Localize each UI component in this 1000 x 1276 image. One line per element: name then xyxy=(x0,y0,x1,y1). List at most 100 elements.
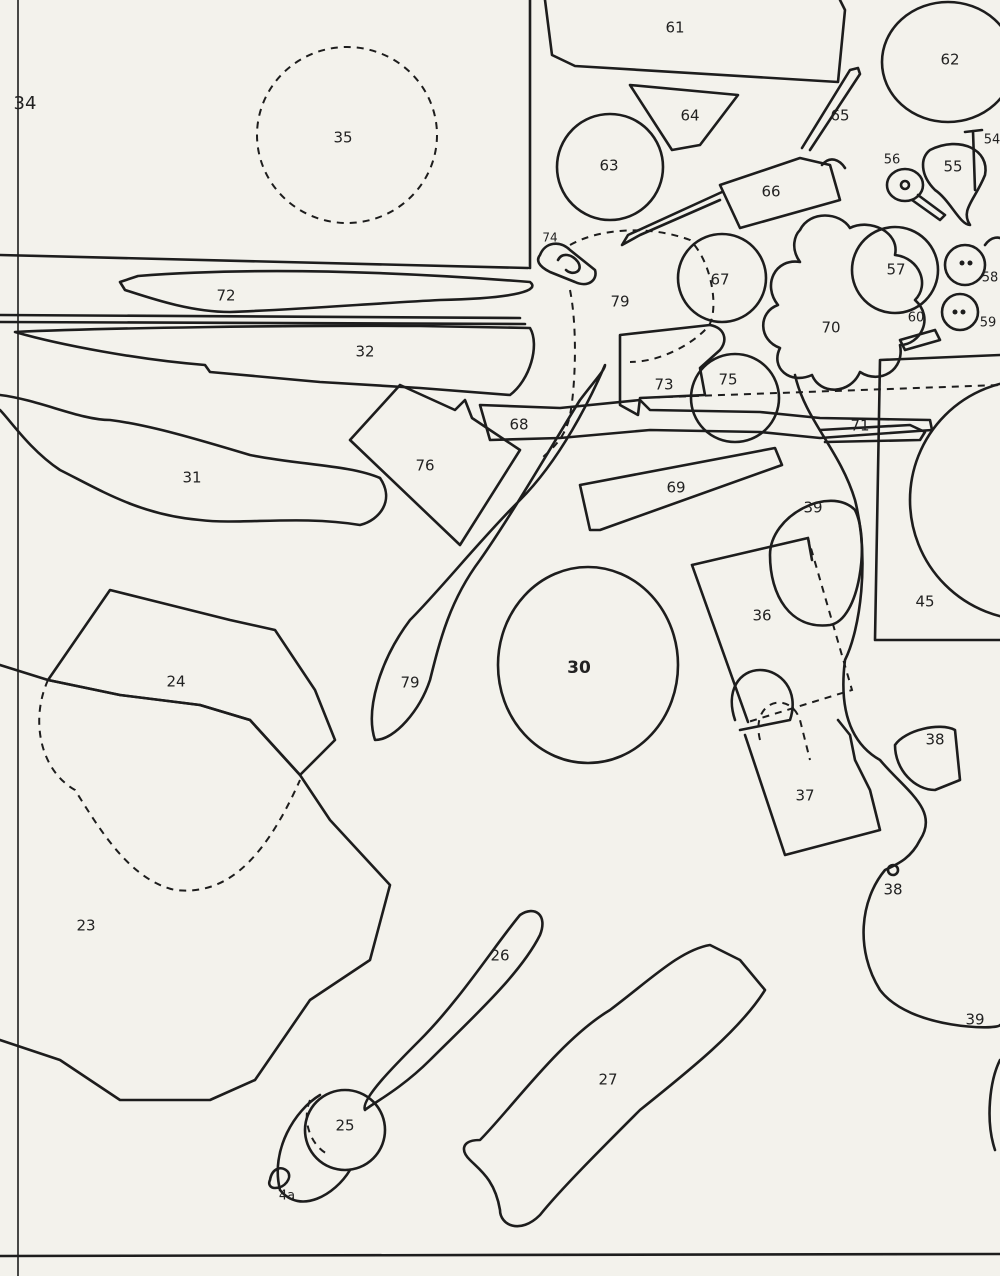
shape-58 xyxy=(943,243,987,287)
label-35: 35 xyxy=(333,129,352,147)
shape-70 xyxy=(762,214,926,391)
shape-edge-right-bottom xyxy=(988,1058,1000,1152)
shape-69 xyxy=(578,446,784,532)
label-54: 54 xyxy=(984,133,1000,148)
guide-dashed-71 xyxy=(639,384,1000,399)
shape-68 xyxy=(478,398,934,442)
shape-58-hole xyxy=(967,260,973,266)
shape-65 xyxy=(800,66,862,152)
shape-25-circle xyxy=(303,1088,387,1172)
label-25: 25 xyxy=(335,1117,354,1135)
shape-56 xyxy=(885,167,925,203)
label-57: 57 xyxy=(886,261,905,279)
shape-79 xyxy=(370,363,607,742)
label-31: 31 xyxy=(182,469,201,487)
label-74: 74 xyxy=(542,231,557,245)
label-79-top: 79 xyxy=(610,293,629,311)
shape-45-circle xyxy=(908,382,1000,618)
shape-58-hole xyxy=(959,260,965,266)
frame-line-bottom xyxy=(0,1252,1000,1258)
label-37: 37 xyxy=(795,787,814,805)
label-36: 36 xyxy=(752,607,771,625)
label-32: 32 xyxy=(355,343,374,361)
shape-25 xyxy=(276,1093,352,1203)
label-55: 55 xyxy=(943,158,962,176)
shape-63 xyxy=(555,112,665,222)
shape-24-dashed xyxy=(38,679,301,892)
label-38-bottom: 38 xyxy=(883,881,902,899)
shape-59-hole xyxy=(960,309,966,315)
label-61: 61 xyxy=(665,19,684,37)
label-76: 76 xyxy=(415,457,434,475)
frame-line-shelf xyxy=(0,253,530,270)
label-73: 73 xyxy=(654,376,673,394)
label-30: 30 xyxy=(567,658,591,678)
shape-31 xyxy=(0,393,388,527)
label-4a: 4a xyxy=(279,1189,295,1204)
shape-59-hole xyxy=(952,309,958,315)
label-72: 72 xyxy=(216,287,235,305)
shape-55 xyxy=(921,142,987,227)
shape-38 xyxy=(893,725,962,792)
shape-32 xyxy=(13,324,536,397)
shape-27 xyxy=(462,943,767,1228)
shape-45 xyxy=(873,353,1000,642)
label-24: 24 xyxy=(166,673,185,691)
label-67: 67 xyxy=(710,271,729,289)
label-23: 23 xyxy=(76,917,95,935)
shape-61 xyxy=(543,0,847,84)
shape-76 xyxy=(348,383,522,547)
label-39-top: 39 xyxy=(803,499,822,517)
shape-57 xyxy=(850,225,940,315)
label-64: 64 xyxy=(680,107,699,125)
label-27: 27 xyxy=(598,1071,617,1089)
shape-37-arch xyxy=(757,701,811,761)
shape-23 xyxy=(0,663,392,1102)
label-68: 68 xyxy=(509,416,528,434)
label-71: 71 xyxy=(850,417,869,435)
label-62: 62 xyxy=(940,51,959,69)
label-45: 45 xyxy=(915,593,934,611)
label-34: 34 xyxy=(14,93,37,114)
shape-64 xyxy=(628,83,740,152)
shape-72 xyxy=(118,269,534,314)
shape-59 xyxy=(940,292,980,332)
shape-74-inner xyxy=(556,253,581,275)
label-63: 63 xyxy=(599,157,618,175)
shape-75 xyxy=(689,352,781,444)
shape-36-edge xyxy=(690,536,814,724)
shape-74 xyxy=(536,242,597,286)
label-59: 59 xyxy=(980,316,997,331)
shape-37 xyxy=(730,668,882,857)
label-26: 26 xyxy=(490,947,509,965)
shape-39 xyxy=(768,499,864,627)
shape-26 xyxy=(363,909,544,1112)
shape-56-hole xyxy=(899,179,911,191)
shelf-lines xyxy=(0,313,527,326)
label-56: 56 xyxy=(884,153,901,168)
shape-67 xyxy=(676,232,768,324)
shape-56-stem xyxy=(910,193,947,222)
shape-62 xyxy=(880,0,1000,124)
label-60: 60 xyxy=(908,311,925,326)
shape-66-hook xyxy=(820,158,847,170)
label-75: 75 xyxy=(718,371,737,389)
shape-39-cord xyxy=(793,373,1000,1029)
label-39-bottom: 39 xyxy=(965,1011,984,1029)
shape-66 xyxy=(620,156,842,247)
shape-38-small xyxy=(886,863,900,877)
label-58: 58 xyxy=(982,271,999,286)
label-79-bottom: 79 xyxy=(400,674,419,692)
shape-60 xyxy=(898,328,942,352)
shape-54 xyxy=(963,128,984,192)
shape-30 xyxy=(496,565,680,765)
shape-4a xyxy=(267,1166,291,1190)
label-38-top: 38 xyxy=(925,731,944,749)
label-66: 66 xyxy=(761,183,780,201)
label-65: 65 xyxy=(830,107,849,125)
label-69: 69 xyxy=(666,479,685,497)
label-70: 70 xyxy=(821,319,840,337)
